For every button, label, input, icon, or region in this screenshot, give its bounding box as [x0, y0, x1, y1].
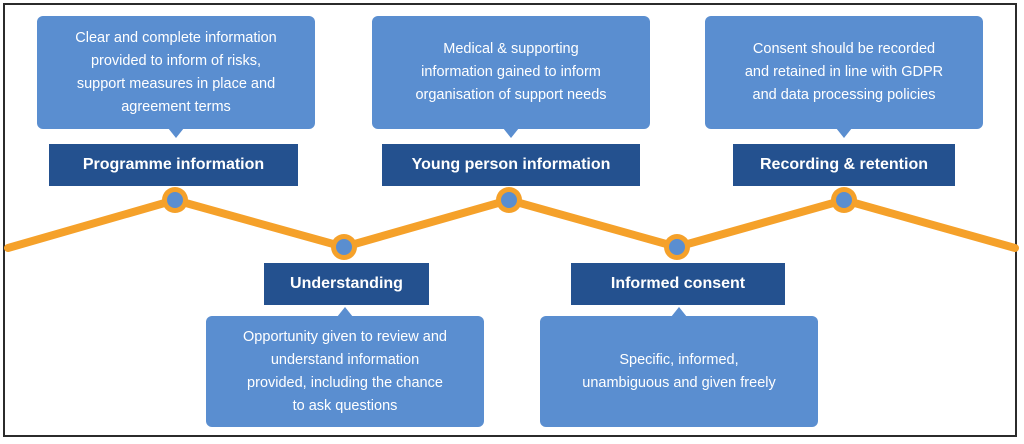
callout-understanding: Opportunity given to review and understa… — [206, 307, 484, 427]
callout-pointer — [671, 307, 687, 317]
timeline-node-young-person-information — [496, 187, 522, 213]
timeline-node-informed-consent — [664, 234, 690, 260]
timeline-node-recording-retention — [831, 187, 857, 213]
timeline-node-understanding — [331, 234, 357, 260]
callout-pointer — [337, 307, 353, 317]
callout-recording-retention-text: Consent should be recorded and retained … — [744, 41, 944, 103]
callout-pointer — [836, 128, 852, 138]
label-understanding: Understanding — [264, 263, 429, 305]
callout-pointer — [168, 128, 184, 138]
label-recording-retention: Recording & retention — [733, 144, 955, 186]
callout-programme-information-text: Clear and complete information provided … — [75, 29, 277, 115]
label-young-person-information: Young person information — [382, 144, 640, 186]
callout-young-person-information-text: Medical & supporting information gained … — [415, 41, 607, 103]
callout-informed-consent-text: Specific, informed, unambiguous and give… — [582, 351, 776, 391]
callout-recording-retention: Consent should be recorded and retained … — [705, 16, 983, 138]
label-programme-information: Programme information — [49, 144, 298, 186]
callout-young-person-information: Medical & supporting information gained … — [372, 16, 650, 138]
callout-understanding-text: Opportunity given to review and understa… — [243, 328, 447, 414]
callout-informed-consent: Specific, informed, unambiguous and give… — [540, 307, 818, 427]
callout-programme-information: Clear and complete information provided … — [37, 16, 315, 138]
callout-pointer — [503, 128, 519, 138]
label-informed-consent: Informed consent — [571, 263, 785, 305]
timeline-node-programme-information — [162, 187, 188, 213]
